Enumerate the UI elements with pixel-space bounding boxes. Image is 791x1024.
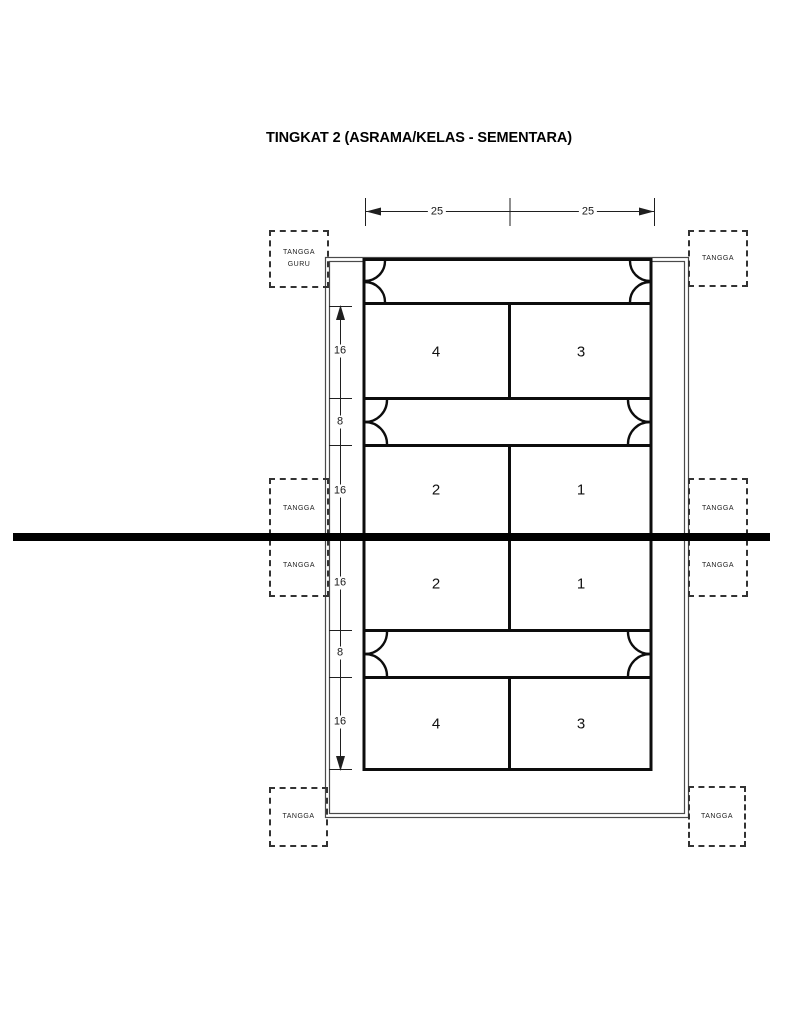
- room-label-3a: 3: [576, 343, 586, 361]
- room-label-2b: 2: [431, 575, 441, 593]
- dim-label-top-2: 25: [578, 205, 598, 219]
- room-label-1a: 1: [576, 481, 586, 499]
- stair-box-top-left: TANGGA GURU: [269, 230, 329, 288]
- dim-label-left-5: 8: [333, 646, 347, 660]
- stair-label: TANGGA: [701, 562, 735, 570]
- dim-label-left-6: 16: [330, 715, 350, 729]
- stair-box-bottom-left: TANGGA: [269, 787, 328, 847]
- stair-label: TANGGA: [282, 562, 316, 570]
- room-label-2a: 2: [431, 481, 441, 499]
- up-arrowhead-icon: [336, 305, 345, 320]
- dim-label-left-1: 16: [330, 344, 350, 358]
- dim-label-left-4: 16: [330, 576, 350, 590]
- stair-label: TANGGA: [282, 249, 316, 257]
- building-walls: [362, 258, 653, 771]
- room-label-1b: 1: [576, 575, 586, 593]
- stair-label: TANGGA: [282, 504, 316, 512]
- dim-label-left-2: 8: [333, 415, 347, 429]
- right-arrowhead-icon: [639, 207, 654, 216]
- top-dimension-line: [365, 198, 655, 226]
- room-label-3b: 3: [576, 715, 586, 733]
- left-arrowhead-icon: [366, 207, 381, 216]
- room-label-4b: 4: [431, 715, 441, 733]
- down-arrowhead-icon: [336, 756, 345, 771]
- stair-box-bottom-right: TANGGA: [688, 786, 746, 847]
- section-cut-line: [13, 533, 770, 541]
- stair-box-top-right: TANGGA: [688, 230, 748, 287]
- stair-label: TANGGA: [282, 813, 315, 821]
- door-swing-arcs: [364, 260, 651, 677]
- stair-label: TANGGA: [701, 254, 735, 262]
- stair-label: GURU: [287, 261, 311, 268]
- stair-label: TANGGA: [701, 504, 735, 512]
- dim-label-top-1: 25: [427, 205, 447, 219]
- dim-label-left-3: 16: [330, 484, 350, 498]
- stair-label: TANGGA: [700, 812, 734, 820]
- room-label-4a: 4: [431, 343, 441, 361]
- page-title: TINGKAT 2 (ASRAMA/KELAS - SEMENTARA): [266, 130, 572, 146]
